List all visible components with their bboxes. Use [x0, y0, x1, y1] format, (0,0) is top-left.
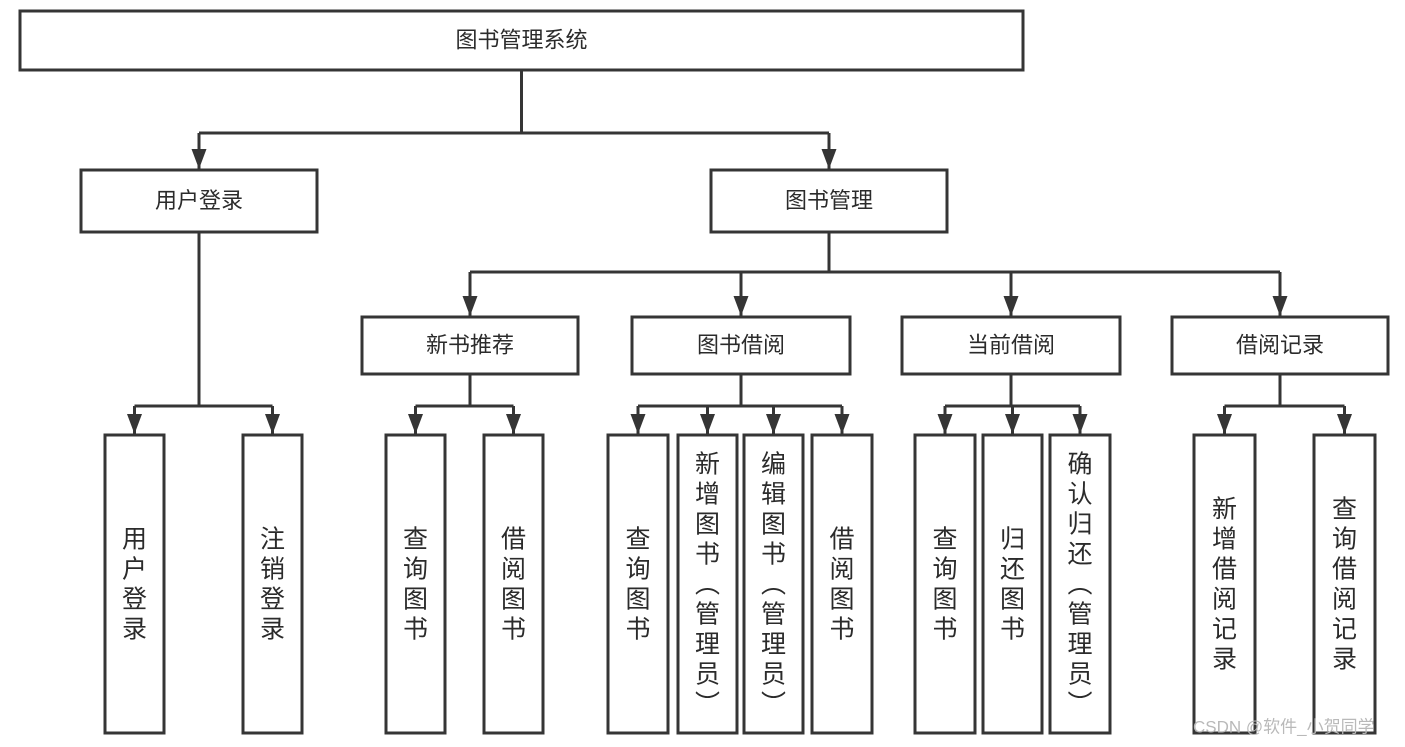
node-label-vertical: 查询借阅记录: [1332, 495, 1357, 673]
node-box[interactable]: [1048, 433, 1112, 735]
node-box[interactable]: [810, 433, 874, 735]
connector-edges-group: [127, 70, 1352, 434]
node-label: 图书管理: [785, 188, 873, 213]
node-label-vertical: 借阅图书: [829, 525, 854, 643]
node-new-book-rec[interactable]: 新书推荐: [360, 315, 580, 376]
node-box[interactable]: [103, 433, 166, 735]
node-box[interactable]: [1192, 433, 1257, 735]
node-box[interactable]: [79, 168, 319, 234]
node-label-vertical: 查询图书: [403, 525, 428, 643]
node-label-vertical: 查询图书: [625, 525, 650, 643]
node-label-vertical: 编辑图书︵管理员︶: [761, 450, 786, 718]
node-leaf-add-record[interactable]: 新增借阅记录: [1192, 433, 1257, 735]
node-label-vertical: 注销登录: [260, 525, 285, 643]
node-label-vertical: 新增图书︵管理员︶: [695, 450, 720, 718]
node-box[interactable]: [630, 315, 852, 376]
arrow-head-icon: [1072, 414, 1088, 434]
node-leaf-add-book[interactable]: 新增图书︵管理员︶: [676, 433, 739, 735]
arrow-head-icon: [462, 296, 478, 316]
node-label: 借阅记录: [1236, 332, 1324, 357]
arrow-head-icon: [1003, 296, 1019, 316]
node-leaf-confirm-return[interactable]: 确认归还︵管理员︶: [1048, 433, 1112, 735]
node-leaf-borrow-book-rec[interactable]: 借阅图书: [482, 433, 545, 735]
node-label: 新书推荐: [426, 332, 514, 357]
node-leaf-query-record[interactable]: 查询借阅记录: [1312, 433, 1377, 735]
node-leaf-user-login[interactable]: 用户登录: [103, 433, 166, 735]
node-box[interactable]: [1170, 315, 1390, 376]
node-book-borrow[interactable]: 图书借阅: [630, 315, 852, 376]
node-label: 图书借阅: [697, 332, 785, 357]
node-leaf-query-book-cur[interactable]: 查询图书: [913, 433, 977, 735]
arrow-head-icon: [1217, 414, 1232, 434]
node-label-vertical: 用户登录: [122, 525, 147, 643]
node-book-manage[interactable]: 图书管理: [709, 168, 949, 234]
node-box[interactable]: [606, 433, 670, 735]
arrow-head-icon: [408, 414, 423, 434]
node-leaf-return-book[interactable]: 归还图书: [981, 433, 1044, 735]
arrow-head-icon: [766, 414, 781, 434]
node-box[interactable]: [709, 168, 949, 234]
node-box[interactable]: [981, 433, 1044, 735]
arrow-head-icon: [1337, 414, 1352, 434]
node-label-vertical: 归还图书: [1000, 525, 1025, 643]
arrow-head-icon: [506, 414, 521, 434]
arrow-head-icon: [191, 149, 207, 169]
arrow-head-icon: [937, 414, 953, 434]
node-label-vertical: 借阅图书: [501, 525, 526, 643]
arrow-head-icon: [1005, 414, 1020, 434]
node-box[interactable]: [241, 433, 304, 735]
arrow-head-icon: [733, 296, 749, 316]
node-box[interactable]: [676, 433, 739, 735]
node-boxes-group: 图书管理系统用户登录图书管理新书推荐图书借阅当前借阅借阅记录用户登录注销登录查询…: [18, 9, 1390, 735]
node-box[interactable]: [360, 315, 580, 376]
arrow-head-icon: [265, 414, 280, 434]
node-current-borrow[interactable]: 当前借阅: [900, 315, 1122, 376]
node-root[interactable]: 图书管理系统: [18, 9, 1025, 72]
node-label: 当前借阅: [967, 332, 1055, 357]
node-box[interactable]: [482, 433, 545, 735]
node-leaf-edit-book[interactable]: 编辑图书︵管理员︶: [742, 433, 805, 735]
node-borrow-record[interactable]: 借阅记录: [1170, 315, 1390, 376]
node-box[interactable]: [18, 9, 1025, 72]
node-box[interactable]: [384, 433, 447, 735]
arrow-head-icon: [834, 414, 850, 434]
node-box[interactable]: [913, 433, 977, 735]
node-label: 图书管理系统: [455, 27, 587, 52]
arrow-head-icon: [821, 149, 837, 169]
arrow-head-icon: [127, 414, 142, 434]
csdn-watermark: CSDN @软件_小贺同学: [1193, 717, 1375, 736]
arrow-head-icon: [630, 414, 646, 434]
node-label-vertical: 查询图书: [932, 525, 957, 643]
node-box[interactable]: [1312, 433, 1377, 735]
node-leaf-query-book-rec[interactable]: 查询图书: [384, 433, 447, 735]
node-leaf-query-book[interactable]: 查询图书: [606, 433, 670, 735]
node-box[interactable]: [900, 315, 1122, 376]
arrow-head-icon: [1272, 296, 1288, 316]
node-box[interactable]: [742, 433, 805, 735]
arrow-head-icon: [700, 414, 715, 434]
node-label-vertical: 确认归还︵管理员︶: [1067, 450, 1092, 718]
node-leaf-borrow-book[interactable]: 借阅图书: [810, 433, 874, 735]
node-user-login[interactable]: 用户登录: [79, 168, 319, 234]
node-label-vertical: 新增借阅记录: [1212, 495, 1237, 673]
node-leaf-user-logout[interactable]: 注销登录: [241, 433, 304, 735]
node-label: 用户登录: [155, 188, 243, 213]
